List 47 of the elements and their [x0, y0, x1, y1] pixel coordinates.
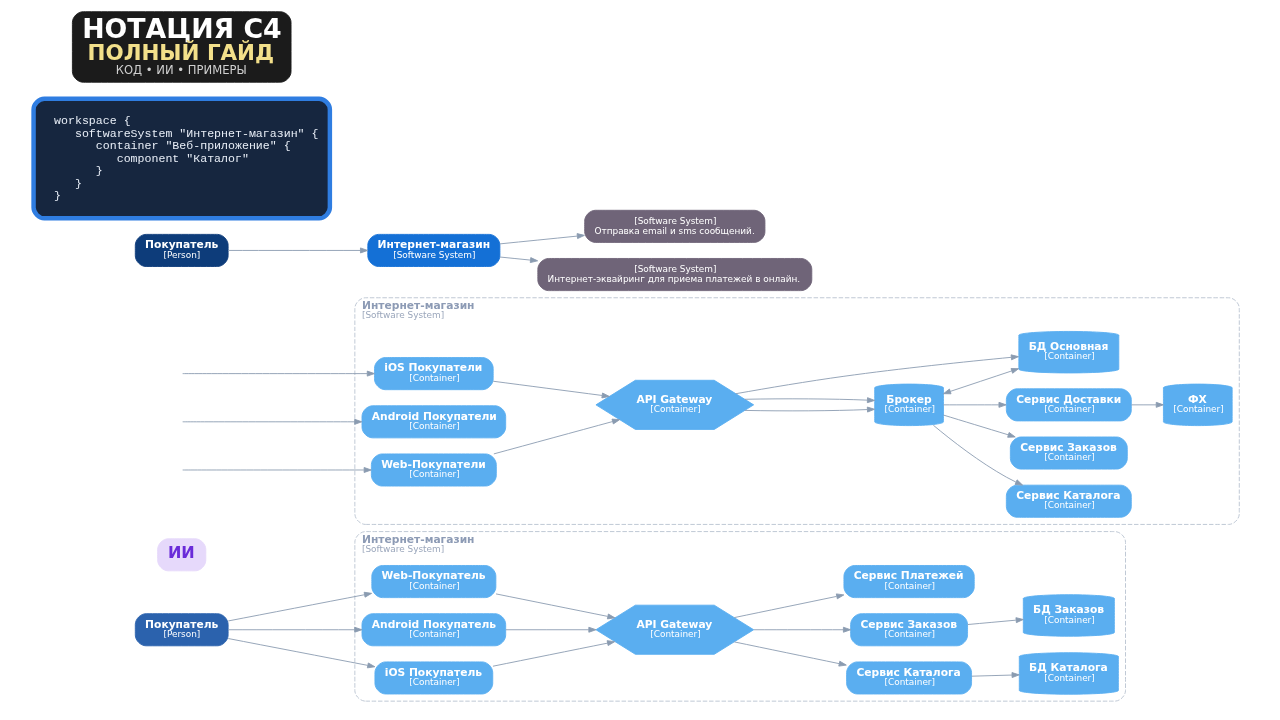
node-box: Android Покупатели [Container]: [361, 405, 507, 439]
arrow: [227, 626, 363, 633]
arrow: [182, 370, 375, 377]
arrow: [733, 593, 845, 619]
arrow: [182, 467, 372, 473]
arrow: [943, 414, 1016, 438]
arrow: [967, 617, 1024, 625]
arrow: [492, 640, 616, 667]
arrow: [182, 418, 363, 425]
node-box: НОТАЦИЯ C4 ПОЛНЫЙ ГАЙД КОД • ИИ • ПРИМЕРЫ: [71, 11, 292, 83]
node-box: workspace { softwareSystem "Интернет-магазин" { container "Веб-приложение" { component "Каталог" } } }: [31, 96, 333, 221]
node-box: Сервис Каталога [Container]: [846, 661, 972, 695]
node-box: Сервис Заказов [Container]: [1009, 436, 1128, 470]
node-box: Сервис Заказов [Container]: [850, 613, 968, 647]
arrow: [499, 233, 585, 245]
arrow: [505, 626, 597, 633]
node-box: [Software System] Интернет-эквайринг для приема платежей в онлайн.: [537, 258, 813, 292]
node-box: Сервис Доставки [Container]: [1005, 388, 1132, 422]
node-box: Android Покупатель [Container]: [361, 613, 507, 647]
arrow: [744, 397, 875, 404]
node-box: iOS Покупатели [Container]: [374, 357, 494, 391]
node-box: [Software System] Отправка email и sms сообщений.: [584, 209, 766, 243]
arrow: [735, 354, 1019, 395]
node-box: Покупатель [Person]: [134, 613, 229, 647]
arrow: [744, 406, 875, 413]
arrow: [971, 672, 1020, 678]
arrow: [753, 626, 851, 633]
arrow: [499, 256, 539, 264]
arrow: [227, 247, 369, 254]
arrow: [227, 638, 376, 669]
node-box: Web-Покупатели [Container]: [370, 453, 497, 487]
arrow: [492, 380, 610, 399]
arrow: [943, 401, 1007, 408]
arrow: [495, 593, 616, 620]
node-box: Покупатель [Person]: [134, 233, 229, 267]
arrow: [943, 368, 1020, 395]
arrow: [1131, 401, 1164, 408]
node-box: Сервис Платежей [Container]: [843, 565, 975, 599]
arrow: [733, 641, 847, 667]
node-box: Сервис Каталога [Container]: [1005, 484, 1132, 518]
node-box: iOS Покупатель [Container]: [374, 661, 494, 695]
node-box: Интернет-магазин [Software System]: [367, 233, 501, 267]
arrow: [493, 418, 620, 455]
node-box: Web-Покупатель [Container]: [371, 565, 497, 599]
arrow: [932, 424, 1023, 486]
node-box: ИИ: [157, 538, 207, 572]
arrow: [227, 591, 373, 622]
